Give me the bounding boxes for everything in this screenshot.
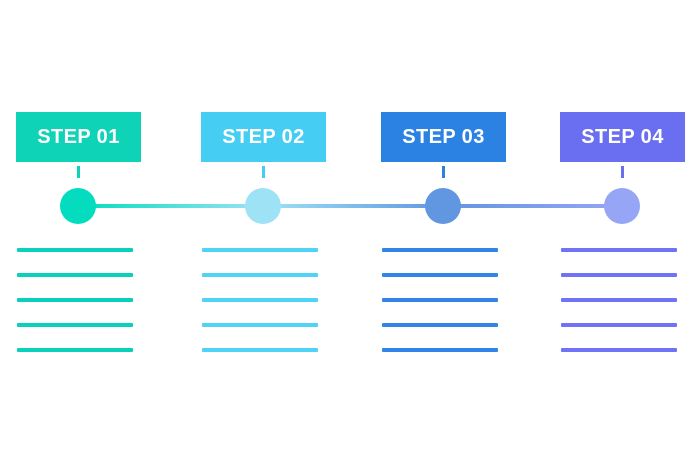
text-line <box>561 298 677 302</box>
step-text-lines-4 <box>561 248 677 352</box>
step-dot-2[interactable] <box>245 188 281 224</box>
step-tick-3 <box>442 166 445 178</box>
step-label-box-1[interactable]: STEP 01 <box>16 112 141 162</box>
text-line <box>17 348 133 352</box>
text-line <box>17 298 133 302</box>
text-line <box>561 323 677 327</box>
step-tick-4 <box>621 166 624 178</box>
connector-step-2-to-3 <box>262 204 444 208</box>
text-line <box>202 323 318 327</box>
step-label-text-3: STEP 03 <box>402 126 485 148</box>
text-line <box>202 248 318 252</box>
text-line <box>17 248 133 252</box>
step-text-lines-3 <box>382 248 498 352</box>
text-line <box>382 273 498 277</box>
text-line <box>561 248 677 252</box>
step-column-2: STEP 02 <box>0 0 326 460</box>
step-column-1: STEP 01 <box>0 0 180 460</box>
step-tick-1 <box>77 166 80 178</box>
text-line <box>382 298 498 302</box>
text-line <box>382 348 498 352</box>
connector-step-1-to-2 <box>78 204 263 208</box>
text-line <box>382 248 498 252</box>
step-dot-3[interactable] <box>425 188 461 224</box>
step-column-3: STEP 03 <box>0 0 506 460</box>
text-line <box>561 348 677 352</box>
step-column-4: STEP 04 <box>0 0 685 460</box>
step-label-box-4[interactable]: STEP 04 <box>560 112 685 162</box>
step-dot-4[interactable] <box>604 188 640 224</box>
step-label-box-2[interactable]: STEP 02 <box>201 112 326 162</box>
step-text-lines-2 <box>202 248 318 352</box>
text-line <box>382 323 498 327</box>
step-text-lines-1 <box>17 248 133 352</box>
text-line <box>202 273 318 277</box>
step-dot-1[interactable] <box>60 188 96 224</box>
text-line <box>561 273 677 277</box>
text-line <box>202 298 318 302</box>
text-line <box>17 323 133 327</box>
step-label-box-3[interactable]: STEP 03 <box>381 112 506 162</box>
step-label-text-2: STEP 02 <box>222 126 305 148</box>
text-line <box>17 273 133 277</box>
step-tick-2 <box>262 166 265 178</box>
text-line <box>202 348 318 352</box>
step-label-text-4: STEP 04 <box>581 126 664 148</box>
connector-step-3-to-4 <box>442 204 624 208</box>
step-label-text-1: STEP 01 <box>37 126 120 148</box>
